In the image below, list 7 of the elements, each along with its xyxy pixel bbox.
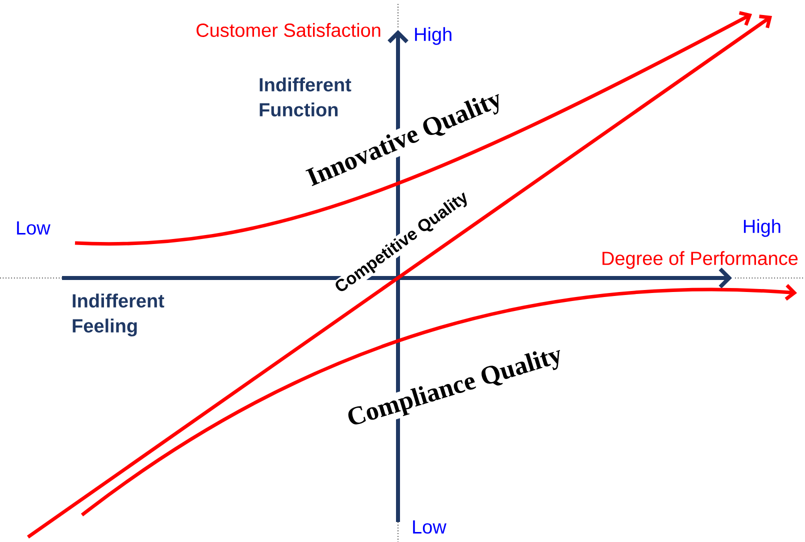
axis-title: Degree of Performance — [602, 251, 798, 269]
axis-end-label: Low — [17, 221, 50, 235]
region-label: Indifferent Feeling — [72, 294, 164, 336]
axis-title: Customer Satisfaction — [196, 23, 380, 37]
axis-end-label: High — [415, 27, 452, 45]
axis-end-label: High — [744, 219, 780, 237]
axis-end-label: Low — [413, 520, 446, 534]
